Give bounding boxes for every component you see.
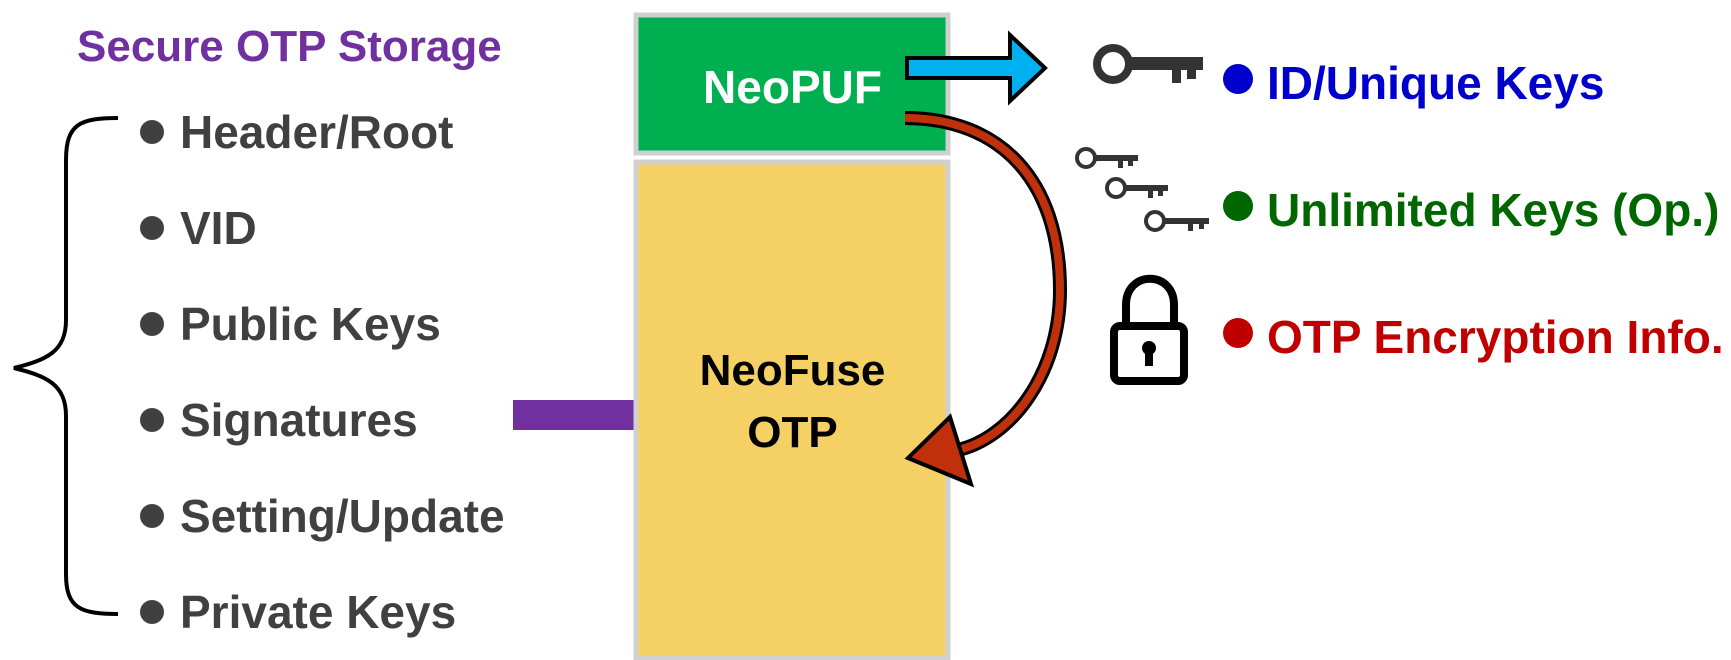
bullet — [140, 600, 164, 624]
neofuse-label-line1: NeoFuse — [699, 346, 886, 395]
bullet — [140, 504, 164, 528]
list-item: Setting/Update — [140, 489, 505, 543]
bullet — [140, 312, 164, 336]
multiple-keys-icon — [1075, 147, 1209, 232]
list-item-label: Private Keys — [180, 586, 457, 638]
list-item-label: Setting/Update — [180, 490, 505, 542]
list-item-label: Header/Root — [180, 106, 454, 158]
right-item-label: OTP Encryption Info. — [1267, 311, 1724, 363]
bullet — [1223, 318, 1253, 348]
right-item-id-keys: ID/Unique Keys — [1223, 56, 1604, 110]
neofuse-label-line2: OTP — [747, 408, 838, 457]
purple-arrow — [513, 370, 695, 460]
cyan-arrow — [905, 30, 1048, 106]
list-item: Private Keys — [140, 585, 456, 639]
single-key-icon — [1093, 44, 1203, 84]
list-item: Signatures — [140, 393, 418, 447]
list-item-label: Signatures — [180, 394, 418, 446]
neofuse-label: NeoFuse OTP — [640, 340, 945, 464]
right-item-encryption-info: OTP Encryption Info. — [1223, 310, 1724, 364]
list-item: Header/Root — [140, 105, 453, 159]
right-item-label: Unlimited Keys (Op.) — [1267, 184, 1720, 236]
bullet — [140, 408, 164, 432]
neopuf-label: NeoPUF — [703, 61, 882, 113]
left-panel-title: Secure OTP Storage — [77, 22, 502, 71]
neofuse-otp-block — [633, 159, 951, 660]
bullet — [140, 216, 164, 240]
red-curved-arrow-fill — [904, 114, 1065, 454]
right-item-label: ID/Unique Keys — [1267, 57, 1605, 109]
list-item-label: VID — [180, 202, 257, 254]
bullet — [140, 120, 164, 144]
neopuf-block — [633, 12, 951, 156]
bullet — [1223, 191, 1253, 221]
padlock-icon — [1110, 274, 1188, 385]
right-item-unlimited-keys: Unlimited Keys (Op.) — [1223, 183, 1719, 237]
list-item-label: Public Keys — [180, 298, 441, 350]
list-item: VID — [140, 201, 257, 255]
list-item: Public Keys — [140, 297, 441, 351]
curly-brace — [13, 116, 119, 616]
red-arrow-head — [904, 413, 975, 488]
bullet — [1223, 64, 1253, 94]
